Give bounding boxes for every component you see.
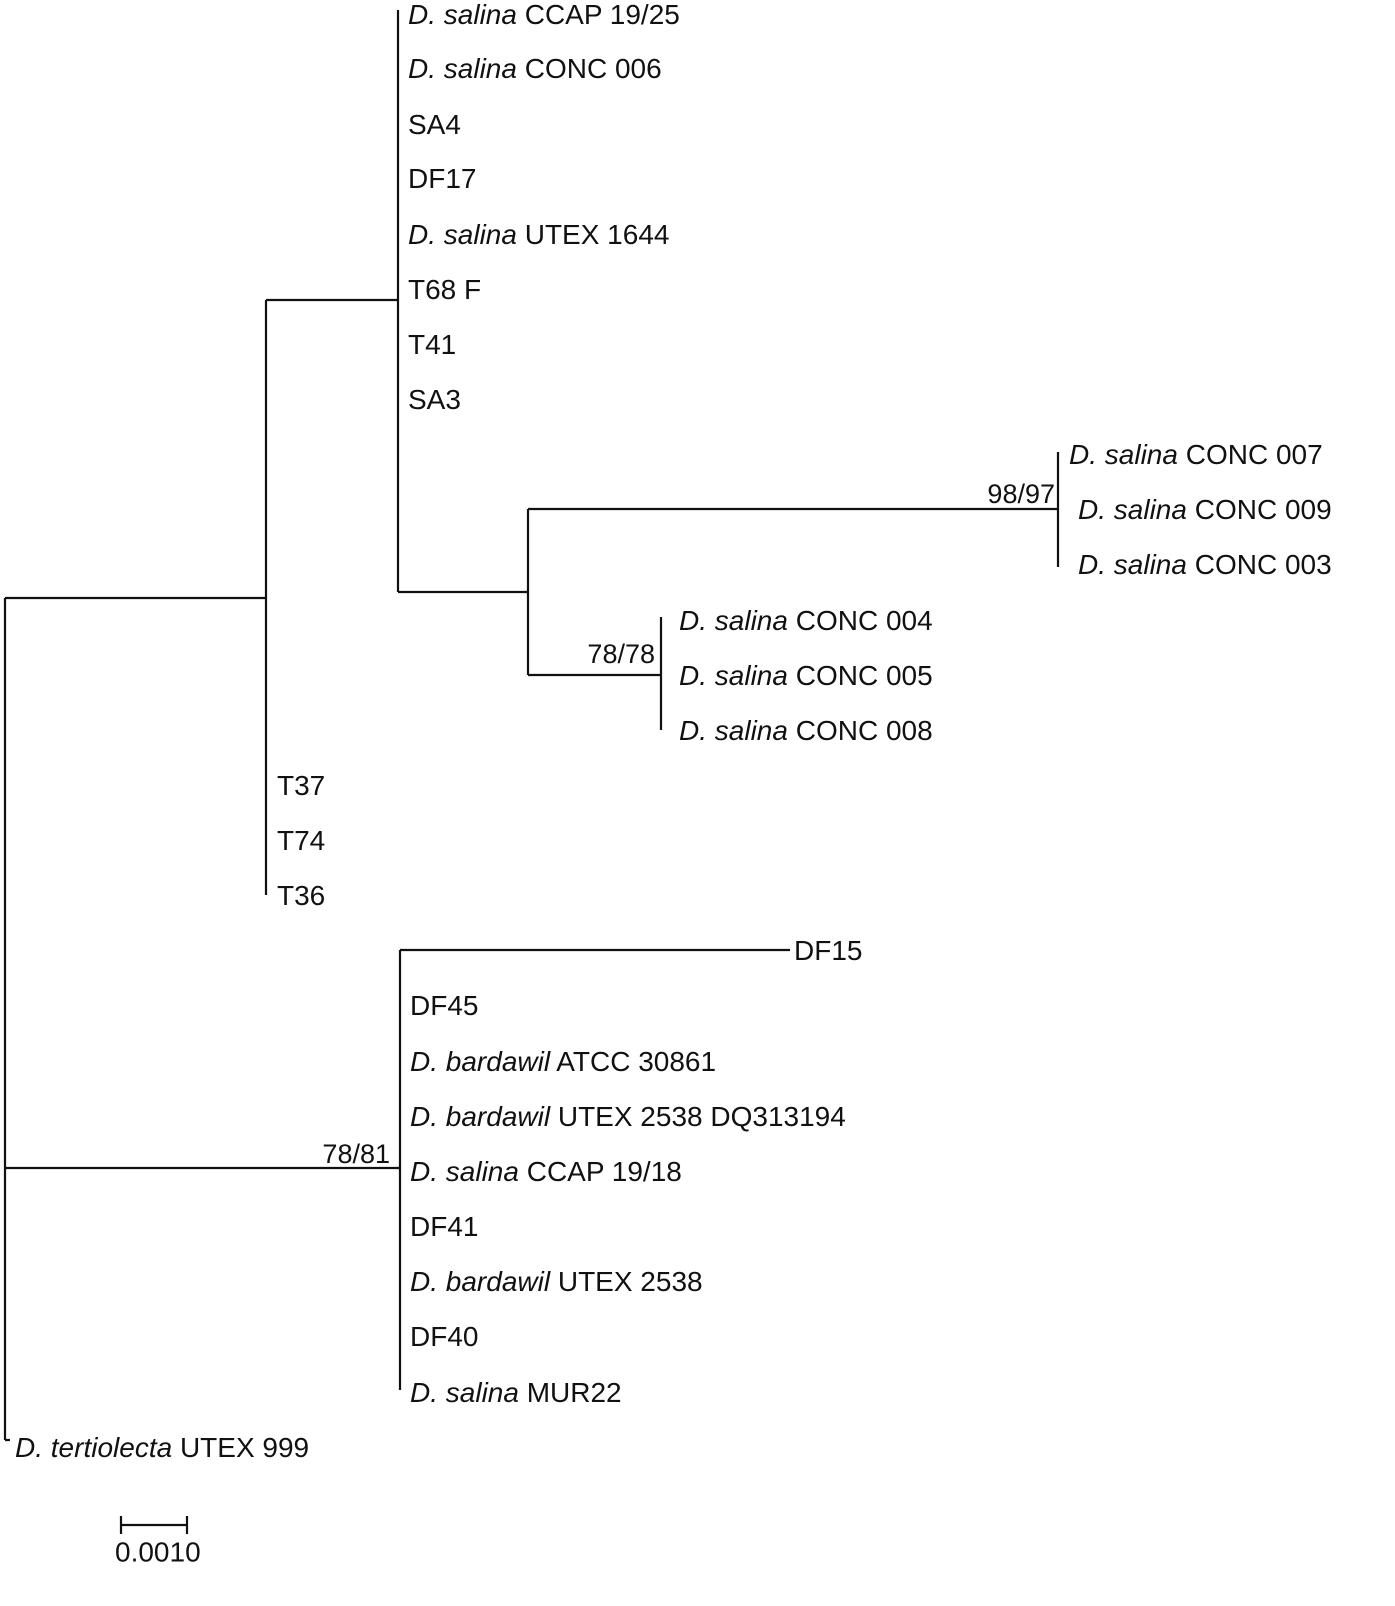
support-values: 98/97 78/78 78/81 (322, 479, 1055, 1169)
clade-a-branch (264, 298, 398, 895)
taxon-label: DF41 (410, 1211, 478, 1242)
taxon-label: DF40 (410, 1321, 478, 1352)
support-value: 98/97 (987, 479, 1055, 509)
scale-bar-label: 0.0010 (115, 1537, 201, 1568)
taxon-label: T74 (277, 825, 325, 856)
taxon-label: D. bardawil UTEX 2538 DQ313194 (410, 1101, 846, 1132)
taxon-label: T36 (277, 880, 325, 911)
taxon-label: D. salina CONC 003 (1078, 549, 1332, 580)
taxon-label: D. salina UTEX 1644 (408, 219, 669, 250)
taxon-labels: D. salina CCAP 19/25 D. salina CONC 006 … (15, 0, 1332, 1463)
taxon-label: D. bardawil UTEX 2538 (410, 1266, 703, 1297)
scale-bar: 0.0010 (115, 1516, 201, 1568)
taxon-label: D. salina CONC 008 (679, 715, 933, 746)
taxon-label: D. salina CONC 005 (679, 660, 933, 691)
taxon-label: T41 (408, 329, 456, 360)
taxon-label: D. salina CONC 009 (1078, 494, 1332, 525)
taxon-label: D. bardawil ATCC 30861 (410, 1046, 716, 1077)
branches (3, 10, 1060, 1442)
support-value: 78/78 (587, 639, 655, 669)
scale-bar-line (119, 1516, 189, 1534)
clade-b-branch (396, 10, 528, 594)
taxon-label: D. salina CONC 004 (679, 605, 933, 636)
taxon-label: T37 (277, 770, 325, 801)
taxon-label: D. salina CONC 006 (408, 53, 662, 84)
taxon-label: D. salina MUR22 (410, 1377, 622, 1408)
taxon-label: D. salina CCAP 19/18 (410, 1156, 682, 1187)
taxon-label: SA3 (408, 384, 461, 415)
taxon-label: DF45 (410, 990, 478, 1021)
taxon-label: DF15 (794, 935, 862, 966)
taxon-label: T68 F (408, 274, 481, 305)
taxon-label: D. salina CONC 007 (1069, 439, 1323, 470)
support-value: 78/81 (322, 1139, 390, 1169)
taxon-label-outgroup: D. tertiolecta UTEX 999 (15, 1432, 309, 1463)
root-branch (3, 596, 400, 1442)
clade-f-branch (398, 948, 790, 1390)
taxon-label: D. salina CCAP 19/25 (408, 0, 680, 30)
taxon-label: DF17 (408, 163, 476, 194)
clade-c-branch (526, 507, 1058, 677)
taxon-label: SA4 (408, 109, 461, 140)
